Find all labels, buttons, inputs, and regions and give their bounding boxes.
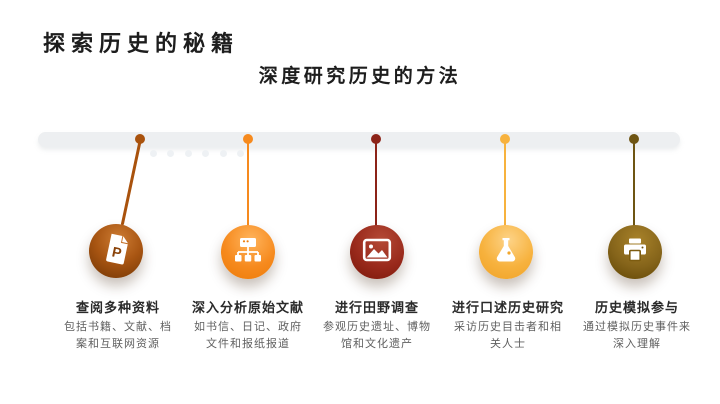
page-subtitle: 深度研究历史的方法 bbox=[258, 66, 462, 87]
item-heading: 历史模拟参与 bbox=[594, 300, 679, 315]
pendulum-stem bbox=[374, 139, 377, 227]
pendulum-stem bbox=[632, 139, 635, 227]
item-heading: 进行田野调查 bbox=[334, 300, 419, 315]
item-description: 包括书籍、文献、档 案和互联网资源 bbox=[64, 321, 172, 350]
item-description: 采访历史目击者和相 关人士 bbox=[454, 321, 562, 350]
image-icon bbox=[362, 236, 392, 269]
item-circle bbox=[350, 225, 404, 279]
swing-trail-dot bbox=[150, 150, 157, 157]
item-heading: 深入分析原始文献 bbox=[191, 300, 304, 315]
printer-icon bbox=[621, 237, 649, 268]
item-description: 通过模拟历史事件来 深入理解 bbox=[583, 321, 691, 350]
timeline-bar bbox=[38, 132, 680, 147]
pendulum-stem bbox=[503, 139, 506, 227]
item-circle bbox=[221, 225, 275, 279]
flask-icon bbox=[492, 235, 520, 270]
item-description: 参观历史遗址、博物 馆和文化遗产 bbox=[323, 321, 431, 350]
item-circle: P bbox=[89, 224, 143, 278]
item-circle bbox=[608, 225, 662, 279]
swing-trail-dot bbox=[167, 150, 174, 157]
swing-trail-dot bbox=[202, 150, 209, 157]
swing-trail-dot bbox=[220, 150, 227, 157]
item-heading: 进行口述历史研究 bbox=[451, 300, 564, 315]
item-heading: 查阅多种资料 bbox=[75, 300, 160, 315]
item-description: 如书信、日记、政府 文件和报纸报道 bbox=[194, 321, 302, 350]
swing-trail-dot bbox=[185, 150, 192, 157]
pendulum-stem bbox=[120, 138, 141, 226]
document-letter: P bbox=[111, 243, 123, 261]
swing-trail-dot bbox=[237, 150, 244, 157]
document-p-icon: P bbox=[97, 230, 134, 272]
sitemap-icon bbox=[233, 236, 263, 269]
page-title: 探索历史的秘籍 bbox=[43, 31, 240, 56]
item-circle bbox=[479, 225, 533, 279]
pendulum-stem bbox=[246, 139, 249, 227]
